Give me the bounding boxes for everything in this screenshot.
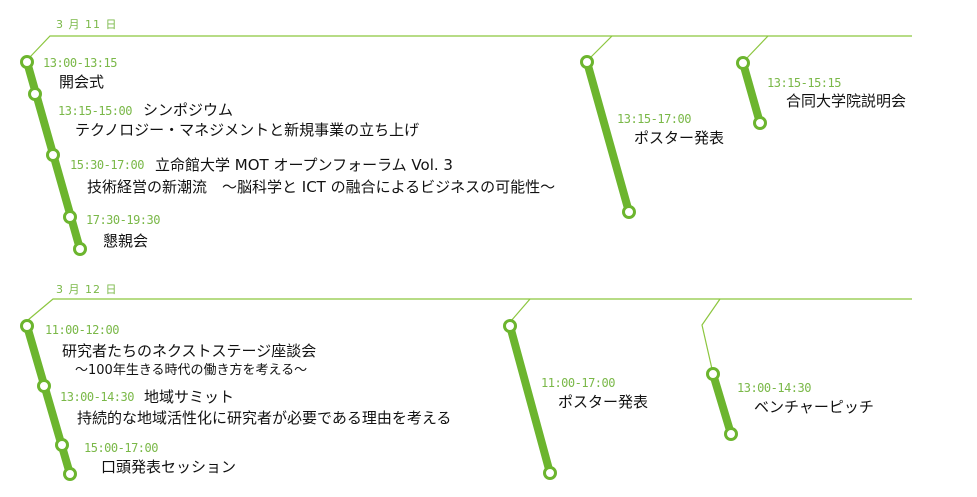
stop-marker bbox=[63, 210, 77, 224]
stop-marker bbox=[63, 467, 77, 481]
day2-poster-track bbox=[506, 322, 554, 477]
stop-marker bbox=[543, 466, 557, 480]
event-title: 懇親会 bbox=[103, 232, 149, 250]
stop-marker bbox=[736, 56, 750, 70]
day1-branch-poster-line bbox=[589, 35, 613, 59]
event-title: 研究者たちのネクストステージ座談会 bbox=[62, 342, 317, 360]
event-subtitle: 技術経営の新潮流 ～脳科学と ICT の融合によるビジネスの可能性～ bbox=[87, 178, 556, 196]
event-subtitle: 持続的な地域活性化に研究者が必要である理由を考える bbox=[77, 409, 452, 427]
event-time: 17:30-19:30 bbox=[86, 213, 160, 227]
stop-marker bbox=[20, 55, 34, 69]
stop-marker bbox=[622, 205, 636, 219]
day2-branch-poster-line bbox=[510, 298, 531, 322]
event-time: 13:00-14:30 bbox=[737, 381, 811, 395]
day2-header-line bbox=[27, 298, 912, 321]
event-title: 口頭発表セッション bbox=[101, 458, 237, 476]
stop-marker bbox=[28, 87, 42, 101]
event-title: 地域サミット bbox=[144, 388, 235, 406]
event-time: 13:15-17:00 bbox=[617, 112, 691, 126]
day2-pitch-track bbox=[709, 370, 735, 438]
stop-marker bbox=[503, 319, 517, 333]
event-time: 13:15-15:00 bbox=[58, 104, 132, 118]
event-title: 立命館大学 MOT オープンフォーラム Vol. 3 bbox=[155, 156, 453, 174]
event-title: ポスター発表 bbox=[558, 393, 649, 411]
event-time: 13:00-13:15 bbox=[43, 56, 117, 70]
event-subtitle: テクノロジー・マネジメントと新規事業の立ち上げ bbox=[75, 121, 420, 139]
event-title: 開会式 bbox=[59, 73, 105, 91]
day2-branch-pitch-line bbox=[701, 298, 721, 370]
event-title: シンポジウム bbox=[143, 101, 234, 119]
stop-marker bbox=[55, 438, 69, 452]
event-time: 11:00-17:00 bbox=[541, 376, 615, 390]
day1-label: 3 月 11 日 bbox=[56, 18, 118, 31]
event-subtitle: ～100年生きる時代の働き方を考える～ bbox=[75, 363, 308, 378]
day1-branch-info-line bbox=[745, 35, 769, 60]
stop-marker bbox=[37, 379, 51, 393]
event-title: ポスター発表 bbox=[634, 129, 725, 147]
event-title: 合同大学院説明会 bbox=[786, 92, 907, 110]
event-time: 15:30-17:00 bbox=[70, 158, 144, 172]
event-title: ベンチャーピッチ bbox=[754, 398, 874, 416]
stop-marker bbox=[73, 242, 87, 256]
event-time: 11:00-12:00 bbox=[45, 323, 119, 337]
day1-header-line bbox=[29, 35, 912, 58]
stop-marker bbox=[20, 319, 34, 333]
day1-poster-track bbox=[583, 58, 633, 216]
day2-label: 3 月 12 日 bbox=[56, 283, 118, 296]
stop-marker bbox=[753, 116, 767, 130]
event-time: 13:15-15:15 bbox=[767, 76, 841, 90]
stop-marker bbox=[706, 367, 720, 381]
event-time: 13:00-14:30 bbox=[60, 390, 134, 404]
event-time: 15:00-17:00 bbox=[84, 441, 158, 455]
stop-marker bbox=[46, 148, 60, 162]
stop-marker bbox=[724, 427, 738, 441]
stop-marker bbox=[580, 55, 594, 69]
day1-info-track bbox=[739, 59, 764, 127]
